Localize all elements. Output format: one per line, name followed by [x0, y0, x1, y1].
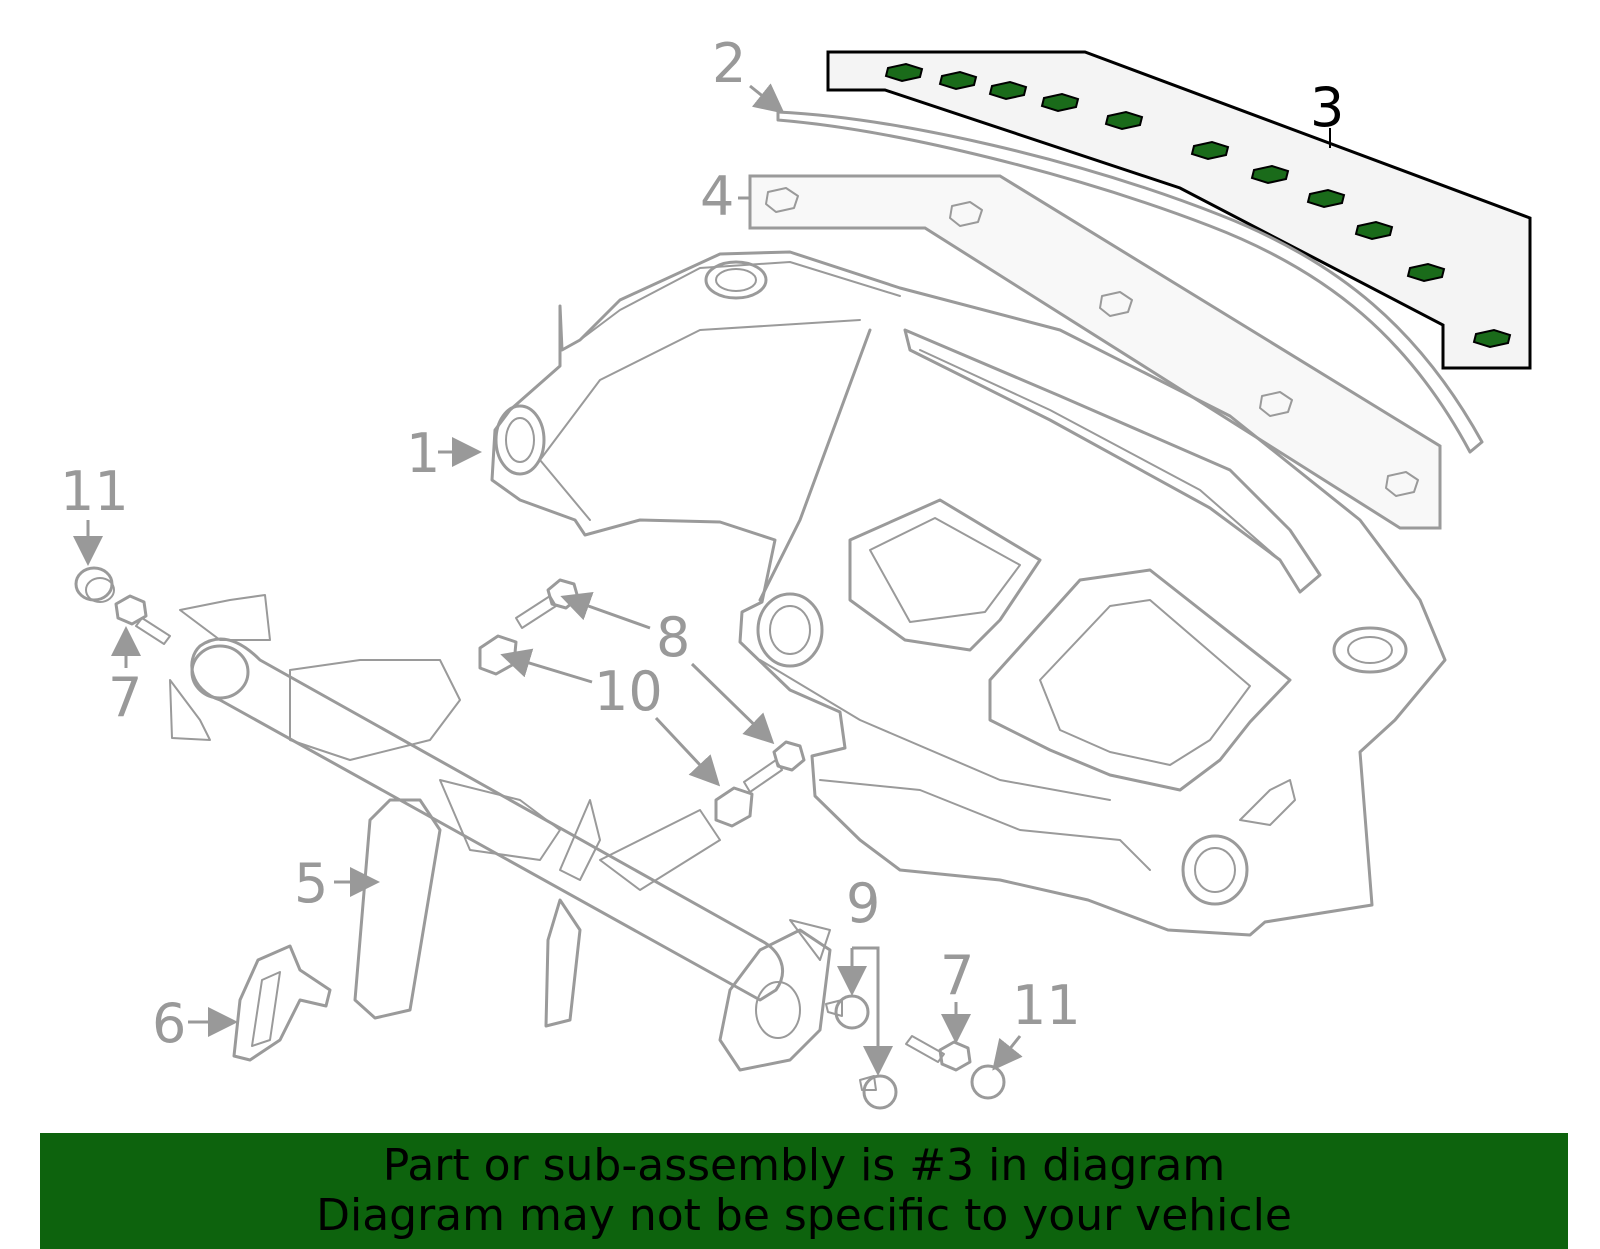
part-1-instrument-panel [490, 250, 1447, 937]
banner-line-2: Diagram may not be specific to your vehi… [316, 1190, 1292, 1241]
part-7-bolt-right [905, 1035, 972, 1072]
part-11-nut-left [74, 566, 115, 603]
part-4-pad [748, 174, 1442, 530]
part-10-clip-upper [478, 634, 518, 676]
part-9-clip-lower [859, 1074, 898, 1110]
callout-7-right: 7 [940, 944, 974, 1007]
part-6-bracket [232, 944, 332, 1062]
leader-lines [73, 83, 1023, 1076]
callout-5: 5 [294, 852, 328, 915]
part-8-bolt-lower [743, 740, 806, 793]
part-5-crossbar [169, 594, 832, 1072]
callout-11-right: 11 [1012, 974, 1081, 1037]
part-11-nut-right [970, 1064, 1006, 1100]
callout-8: 8 [656, 606, 690, 669]
callout-3[interactable]: 3 [1310, 76, 1344, 139]
callout-2: 2 [712, 32, 746, 95]
part-3-clips [884, 62, 1512, 349]
part-9-clip-upper [825, 994, 870, 1030]
callout-9: 9 [846, 872, 880, 935]
callout-6: 6 [152, 992, 186, 1055]
info-banner: Part or sub-assembly is #3 in diagram Di… [40, 1133, 1568, 1249]
callout-4: 4 [700, 165, 734, 228]
part-7-bolt-left [114, 594, 171, 645]
part-3-trim-panel[interactable] [826, 50, 1532, 370]
callout-7-left: 7 [108, 666, 142, 729]
callout-1: 1 [406, 422, 440, 485]
banner-line-1: Part or sub-assembly is #3 in diagram [382, 1140, 1226, 1191]
callout-10: 10 [594, 660, 663, 723]
part-10-clip-lower [714, 786, 754, 828]
callout-11-left: 11 [60, 460, 129, 523]
part-8-bolt-upper [515, 578, 580, 629]
part-2-moulding [776, 110, 1484, 454]
